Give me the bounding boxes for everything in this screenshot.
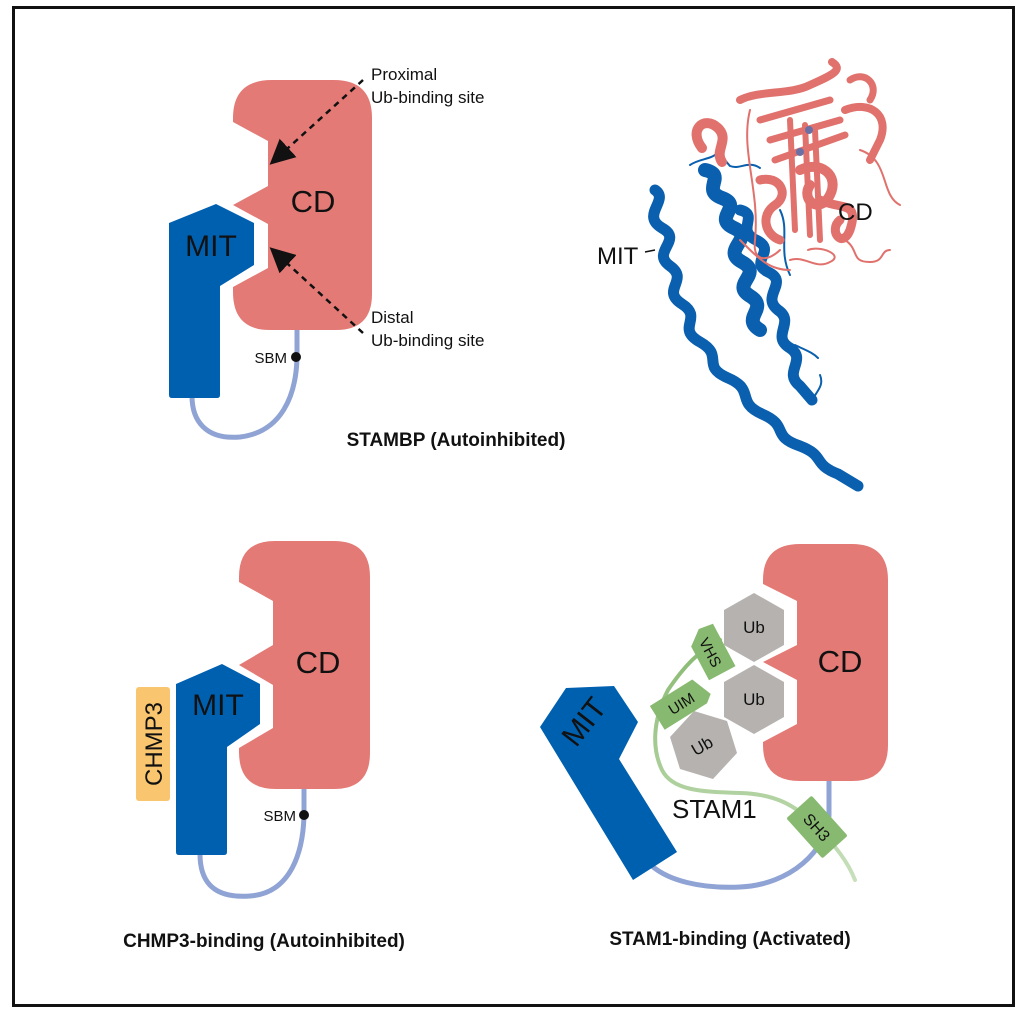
distal-label-line2: Ub-binding site — [371, 331, 484, 350]
cd-label: CD — [818, 644, 863, 679]
chmp3-box — [136, 687, 170, 801]
caption-stam1: STAM1-binding (Activated) — [609, 929, 850, 950]
mit-label: MIT — [192, 689, 244, 722]
sbm-dot — [299, 810, 309, 820]
caption-chmp3: CHMP3-binding (Autoinhibited) — [123, 931, 405, 952]
cd-domain — [233, 80, 372, 330]
mit-domain — [176, 664, 260, 855]
stam1-label: STAM1 — [672, 794, 757, 824]
mit-domain — [540, 686, 677, 880]
ub-label: Ub — [743, 690, 765, 709]
panel-structure: MIT CD — [597, 58, 901, 492]
proximal-label-line1: Proximal — [371, 65, 437, 84]
panel-chmp3-binding: CHMP3 CD MIT SBM CHMP3-binding (Autoinhi… — [123, 541, 405, 952]
proximal-label-line2: Ub-binding site — [371, 88, 484, 107]
sh3-domain: SH3 — [787, 796, 847, 858]
sbm-dot — [291, 352, 301, 362]
ub-label: Ub — [743, 618, 765, 637]
linker-loop — [189, 325, 300, 440]
metal-ion-2 — [796, 148, 804, 156]
cd-label: CD — [291, 184, 336, 219]
metal-ion-1 — [805, 126, 813, 134]
panel-stam1-binding: CD Ub Ub Ub VHS UIM SH3 MIT — [540, 544, 888, 950]
structure-mit-label: MIT — [597, 243, 639, 270]
chmp3-label: CHMP3 — [141, 702, 168, 786]
panel-stambp-schematic: CD MIT SBM Proximal Ub-binding site Dist… — [169, 65, 565, 451]
ub-2: Ub — [724, 665, 784, 734]
cd-structure-ribbon — [691, 58, 901, 271]
distal-label-line1: Distal — [371, 308, 414, 327]
cd-domain — [763, 544, 888, 781]
sbm-label: SBM — [263, 808, 296, 825]
structure-mit-pointer — [644, 249, 656, 253]
ub-3: Ub — [670, 711, 737, 779]
linker-loop — [197, 785, 307, 899]
mit-label: MIT — [185, 230, 237, 263]
sbm-label: SBM — [254, 350, 287, 367]
cd-domain — [239, 541, 370, 789]
figure-border — [12, 6, 1015, 1007]
cd-label: CD — [296, 645, 341, 680]
caption-stambp: STAMBP (Autoinhibited) — [347, 430, 566, 451]
proximal-arrow — [269, 79, 364, 165]
mit-structure-ribbon — [648, 150, 864, 492]
distal-arrow — [269, 247, 364, 334]
ub-1: Ub — [724, 593, 784, 662]
structure-cd-label: CD — [838, 199, 873, 226]
mit-domain — [169, 204, 254, 398]
